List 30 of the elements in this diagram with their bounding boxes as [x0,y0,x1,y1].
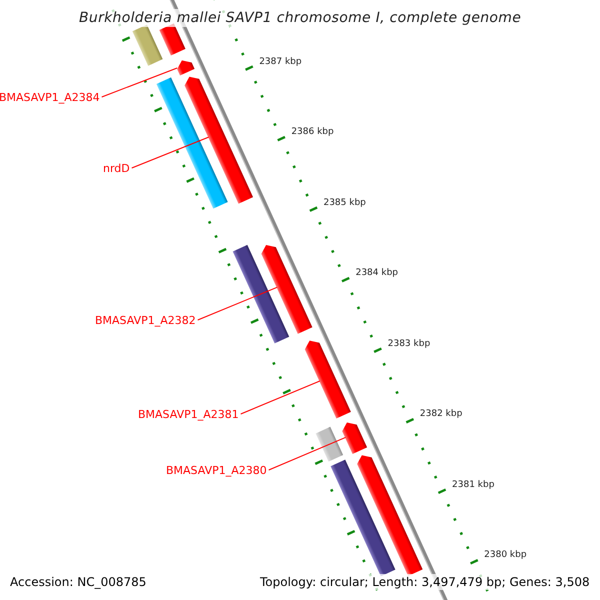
gene-feature [357,455,423,576]
gene-label: nrdD [103,162,130,174]
gene-label: BMASAVP1_A2380 [166,464,267,476]
scale-label: 2386 kbp [291,127,334,138]
gene-feature [261,245,312,334]
gene-feature [304,340,351,419]
scale-label: 2384 kbp [356,268,398,280]
gene-feature [316,426,344,462]
gene-feature [342,422,368,454]
leader-line [268,436,346,470]
gene-label: BMASAVP1_A2384 [0,90,100,104]
leader-line [101,67,178,98]
accession-text: Accession: NC_008785 [8,574,148,590]
leader-line [131,136,210,168]
gene-feature [330,460,396,576]
gene-feature [232,244,290,344]
gene-feature [184,76,254,204]
leader-line [240,380,320,414]
scale-label: 2381 kbp [452,480,494,491]
gene-label: BMASAVP1_A2381 [138,408,239,420]
scale-label: 2387 kbp [259,56,302,68]
genome-info-text: Topology: circular; Length: 3,497,479 bp; Genes: 3,508 [258,574,592,590]
scale-label: 2380 kbp [484,550,527,562]
leader-line [197,286,278,320]
gene-label: BMASAVP1_A2382 [95,314,196,326]
scale-label: 2383 kbp [388,338,430,350]
scale-label: 2385 kbp [323,198,366,209]
gene-feature [156,77,228,209]
scale-label: 2382 kbp [420,409,462,420]
gene-feature [132,24,163,66]
